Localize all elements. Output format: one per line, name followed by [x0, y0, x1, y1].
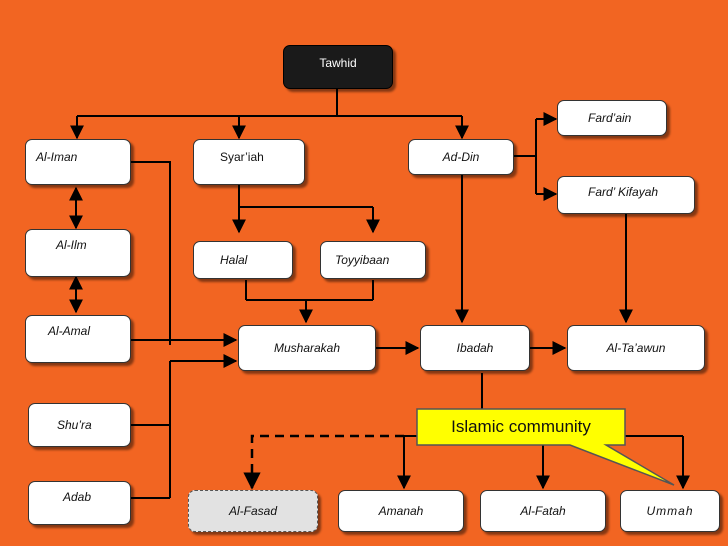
node-fard-ain: Fard’ain: [557, 100, 667, 136]
node-amanah-label: Amanah: [378, 504, 424, 518]
node-shura-label: Shu’ra: [57, 418, 92, 432]
node-amanah: Amanah: [338, 490, 464, 532]
node-musharakah-label: Musharakah: [273, 341, 341, 355]
node-shura: Shu’ra: [28, 403, 131, 447]
node-fard-ain-label: Fard’ain: [588, 111, 632, 125]
node-ibadah: Ibadah: [420, 325, 530, 371]
node-al-fatah: Al-Fatah: [480, 490, 606, 532]
node-adab: Adab: [28, 481, 131, 525]
node-al-fatah-label: Al-Fatah: [520, 504, 566, 518]
node-al-iman: Al-Iman: [25, 139, 131, 185]
node-ibadah-label: Ibadah: [456, 341, 494, 355]
node-al-taawun: Al-Ta’awun: [567, 325, 705, 371]
node-syariah-label: Syar’iah: [220, 150, 264, 164]
connector-to-al-fasad: [243, 434, 404, 490]
islamic-community-callout: Islamic community: [416, 408, 675, 486]
node-syariah: Syar’iah: [193, 139, 305, 185]
node-ummah-label: Ummah: [646, 504, 694, 518]
node-musharakah: Musharakah: [238, 325, 376, 371]
node-al-taawun-label: Al-Ta’awun: [606, 341, 666, 355]
node-fard-kifayah-label: Fard’ Kifayah: [588, 185, 659, 199]
node-toyyibaan: Toyyibaan: [320, 241, 426, 279]
node-fard-kifayah: Fard’ Kifayah: [557, 176, 695, 214]
node-al-ilm-label: Al-Ilm: [56, 238, 87, 252]
callout-shape: [416, 408, 675, 486]
node-tawhid: Tawhid: [283, 45, 393, 89]
node-adab-label: Adab: [63, 490, 92, 504]
connector-al-iman-side: [131, 161, 171, 345]
node-al-iman-label: Al-Iman: [36, 150, 78, 164]
node-ummah: Ummah: [620, 490, 720, 532]
node-al-ilm: Al-Ilm: [25, 229, 131, 277]
node-tawhid-label: Tawhid: [319, 56, 357, 70]
callout-label: Islamic community: [451, 417, 591, 436]
node-halal-label: Halal: [220, 253, 248, 267]
node-ad-din-label: Ad-Din: [442, 150, 480, 164]
node-al-fasad: Al-Fasad: [188, 490, 318, 532]
node-al-amal-label: Al-Amal: [48, 324, 91, 338]
node-halal: Halal: [193, 241, 293, 279]
node-al-fasad-label: Al-Fasad: [228, 504, 278, 518]
node-ad-din: Ad-Din: [408, 139, 514, 175]
node-al-amal: Al-Amal: [25, 315, 131, 363]
node-toyyibaan-label: Toyyibaan: [335, 253, 390, 267]
